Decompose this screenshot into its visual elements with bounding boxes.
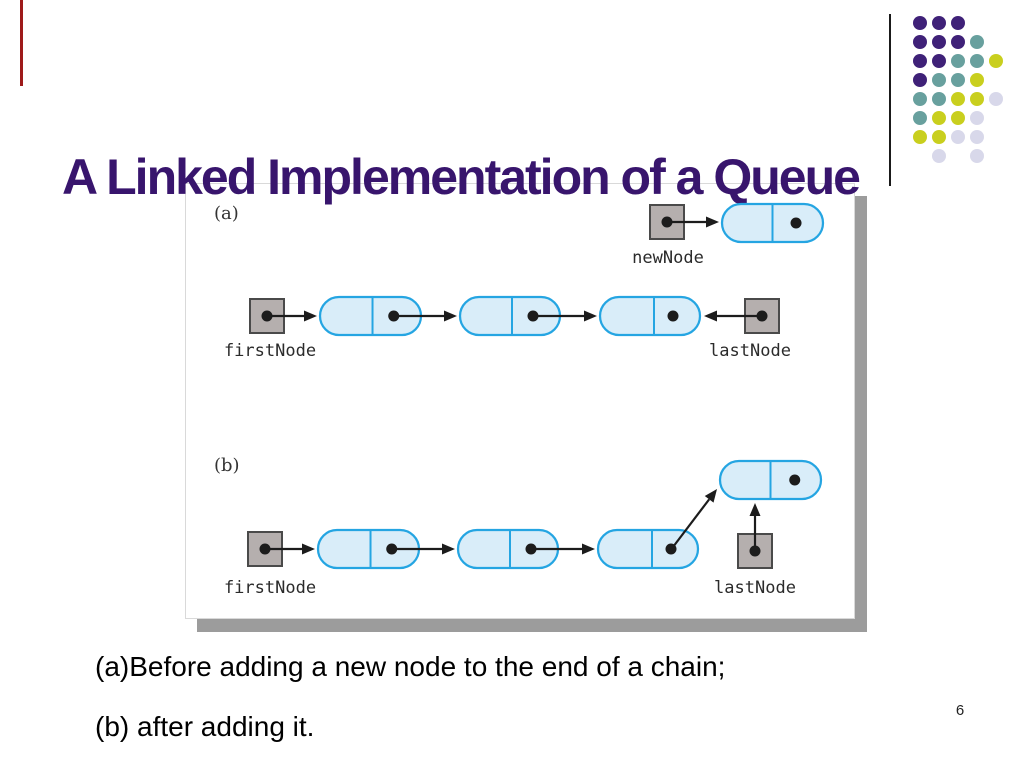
decor-dot [932,149,946,163]
decor-dot [913,54,927,68]
slide-title: A Linked Implementation of a Queue [62,148,861,205]
decor-dot [951,92,965,106]
decor-dot [951,54,965,68]
part-a-label: (a) [214,203,239,224]
part-b-label: (b) [214,455,240,476]
decor-dot [932,54,946,68]
decor-dot [970,111,984,125]
decor-dot [913,35,927,49]
pointer-dot [259,543,271,555]
link-arrow-2-head [584,310,597,322]
decor-dot [932,73,946,87]
caption-line-a: (a)Before adding a new node to the end o… [95,651,726,682]
first-arrow-head [304,310,317,322]
decor-dot [913,73,927,87]
pointer-dot [527,310,539,322]
link-arrow-2-head [582,543,595,555]
chain-node-3 [598,295,702,337]
red-accent-line [20,0,23,86]
lastnode-label: lastNode [709,341,791,361]
decor-dot [932,92,946,106]
pointer-dot [756,310,768,322]
decor-dot [932,130,946,144]
pointer-dot [386,543,398,555]
decor-dot [913,111,927,125]
decor-dot [951,35,965,49]
firstnode-label: firstNode [224,341,316,361]
pointer-dot [667,310,679,322]
newnode-label: newNode [632,248,704,268]
pointer-dot [261,310,273,322]
decor-dot [951,16,965,30]
diagonal-link-arrow [672,498,711,548]
decor-dot [913,16,927,30]
firstnode-label: firstNode [224,578,316,598]
pointer-dot [790,217,802,229]
pointer-dot [525,543,537,555]
decor-dot [951,130,965,144]
link-arrow-1-head [442,543,455,555]
decor-dot [970,92,984,106]
lastnode-up-arrow-head [749,503,761,516]
decor-dot [932,16,946,30]
lastnode-label: lastNode [714,578,796,598]
decor-dot [913,92,927,106]
lastnode-arrow-head [704,310,717,322]
page-number: 6 [955,702,965,719]
decor-dot [970,54,984,68]
chain-node-3 [596,528,700,570]
link-arrow-1-head [444,310,457,322]
decor-dot [989,92,1003,106]
decor-dot [951,73,965,87]
decor-dot [970,149,984,163]
decor-dot [989,54,1003,68]
newnode-arrow-head [706,216,719,228]
pointer-dot [661,216,673,228]
decor-dot [951,111,965,125]
vertical-rule [889,14,891,186]
pointer-dot [388,310,400,322]
decor-dot [913,130,927,144]
decor-dot [970,130,984,144]
first-arrow-head [302,543,315,555]
decor-dot [932,111,946,125]
decor-dot [932,35,946,49]
decor-dot [970,35,984,49]
caption-line-b: (b) after adding it. [95,711,315,742]
diagonal-link-arrow-head [704,489,717,503]
pointer-dot [789,474,801,486]
decor-dot [970,73,984,87]
pointer-dot [749,545,761,557]
